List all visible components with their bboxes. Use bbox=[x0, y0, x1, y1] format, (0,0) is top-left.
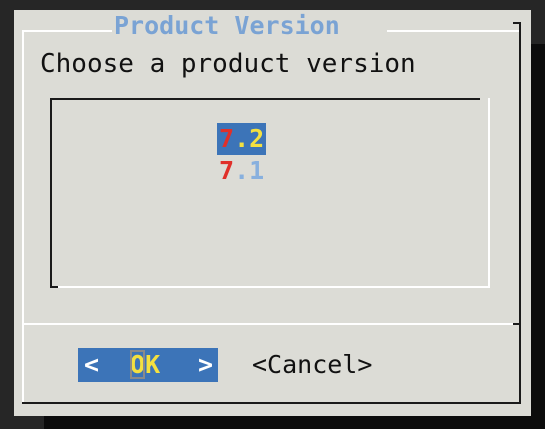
item-label: .2 bbox=[234, 124, 265, 153]
frame-bottom bbox=[22, 402, 521, 404]
list-frame-bottom bbox=[58, 286, 490, 288]
list-frame-right bbox=[488, 98, 490, 288]
product-version-dialog: Product Version Choose a product version… bbox=[14, 10, 531, 416]
version-list[interactable]: 7.2 7.1 bbox=[50, 98, 490, 292]
dialog-prompt: Choose a product version bbox=[40, 49, 416, 79]
list-frame-left bbox=[50, 98, 52, 288]
ok-hotkey: O bbox=[130, 350, 146, 379]
dialog-title: Product Version bbox=[112, 11, 342, 40]
dialog-shadow-right bbox=[531, 44, 545, 429]
ok-button[interactable]: < OK > bbox=[78, 348, 218, 382]
ok-bracket-right: > bbox=[198, 350, 214, 379]
ok-button-label: OK bbox=[130, 348, 160, 382]
button-separator-tick bbox=[513, 323, 521, 325]
ok-label-rest: K bbox=[145, 350, 161, 379]
ok-bracket-left: < bbox=[84, 350, 100, 379]
cancel-button[interactable]: <Cancel> bbox=[252, 350, 373, 379]
frame-right bbox=[519, 22, 521, 404]
list-frame-top bbox=[50, 98, 480, 100]
button-separator bbox=[22, 323, 519, 325]
frame-top-left bbox=[22, 30, 114, 32]
list-frame-left-tick bbox=[50, 286, 58, 288]
frame-top-right bbox=[387, 30, 521, 32]
dialog-shadow-bottom bbox=[44, 416, 545, 429]
item-hotkey: 7 bbox=[219, 124, 235, 153]
item-label: .1 bbox=[234, 156, 265, 185]
frame-left bbox=[22, 30, 24, 404]
item-hotkey: 7 bbox=[219, 156, 235, 185]
list-item-version-7-1[interactable]: 7.1 bbox=[217, 155, 266, 187]
frame-right-tick bbox=[513, 22, 521, 24]
list-item-version-7-2[interactable]: 7.2 bbox=[217, 123, 267, 155]
